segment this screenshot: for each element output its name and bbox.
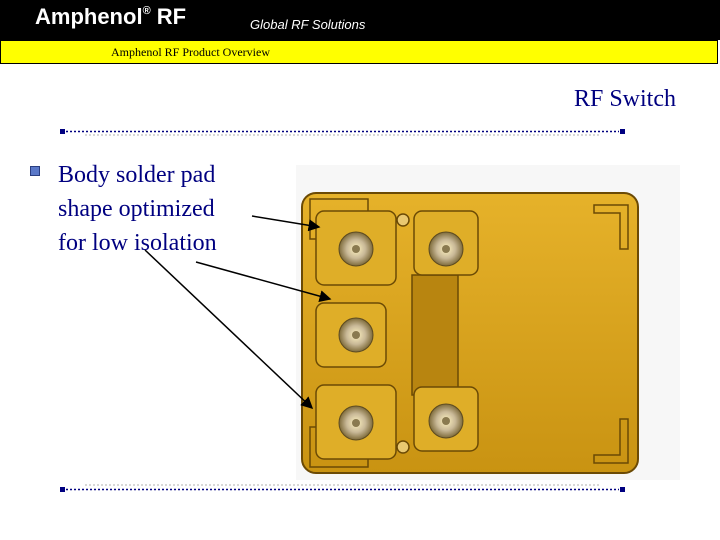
brand-suffix: RF (156, 4, 187, 29)
slide-title: RF Switch (573, 86, 676, 112)
tagline: Global RF Solutions (250, 17, 366, 32)
header-bar: Amphenol® RF Global RF Solutions (0, 0, 720, 40)
bullet-text: Body solder pad shape optimized for low … (58, 162, 217, 256)
top-divider (60, 129, 625, 136)
bullet-square-icon (30, 166, 40, 176)
brand-logo: Amphenol® RF (35, 4, 186, 30)
registered-mark: ® (142, 4, 151, 17)
brand-name: Amphenol (35, 4, 143, 29)
bottom-divider (60, 484, 625, 492)
subheader-text: Amphenol RF Product Overview (111, 45, 270, 59)
rf-switch-pcb-image (296, 165, 680, 480)
subheader-bar: Amphenol RF Product Overview (0, 40, 718, 64)
